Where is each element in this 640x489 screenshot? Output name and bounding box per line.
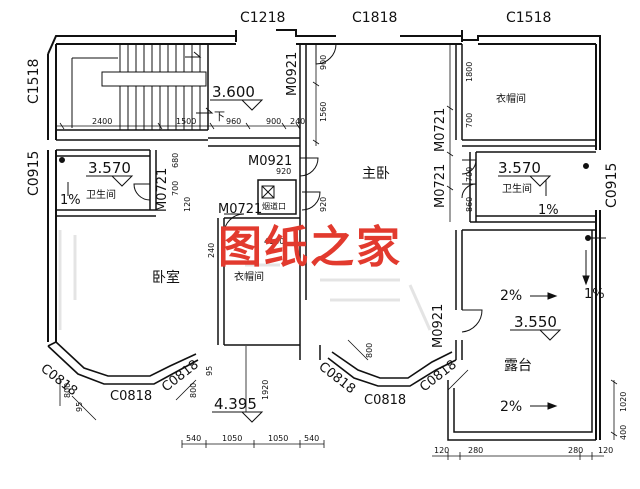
dim-95b: 95 bbox=[205, 366, 214, 376]
dim-800b: 800 bbox=[189, 383, 198, 398]
room-label-closet-top-right: 衣帽间 bbox=[496, 92, 526, 105]
door-label-m0921-top: M0921 bbox=[285, 52, 300, 96]
room-label-master-bedroom: 主卧 bbox=[362, 166, 390, 182]
window-label-c0818-e: C0818 bbox=[364, 393, 406, 408]
dim-240b: 240 bbox=[207, 243, 216, 258]
window-label-c1518-top: C1518 bbox=[506, 10, 551, 26]
room-label-shaft: 烟道口 bbox=[262, 201, 286, 211]
dimension-labels: 2400 1500 960 900 240 900 1560 1800 700 … bbox=[63, 55, 628, 455]
dim-2400: 2400 bbox=[92, 117, 112, 126]
slope-terrace-a: 2% bbox=[500, 288, 522, 304]
dim-280b: 280 bbox=[568, 446, 583, 455]
dim-920b: 920 bbox=[319, 197, 328, 212]
slope-bath-right: 1% bbox=[538, 203, 559, 218]
dimension-lines bbox=[56, 44, 618, 460]
dim-680: 680 bbox=[171, 153, 180, 168]
room-label-terrace: 露台 bbox=[504, 358, 532, 374]
bay-window-left bbox=[47, 341, 199, 385]
room-label-bathroom-right: 卫生间 bbox=[502, 182, 532, 195]
elevation-terrace: 3.550 bbox=[514, 313, 557, 331]
dim-800a: 800 bbox=[63, 383, 72, 398]
window-label-c1818: C1818 bbox=[352, 10, 397, 26]
dim-1560: 1560 bbox=[319, 102, 328, 122]
dim-700a: 700 bbox=[465, 113, 474, 128]
dim-1500: 1500 bbox=[176, 117, 196, 126]
window-label-c0818-a: C0818 bbox=[38, 361, 80, 399]
dim-400: 400 bbox=[619, 425, 628, 440]
dim-920a: 920 bbox=[276, 167, 291, 176]
dim-700c: 700 bbox=[171, 181, 180, 196]
door-label-m0921-right: M0921 bbox=[431, 304, 446, 348]
window-label-c1518-left: C1518 bbox=[26, 59, 42, 104]
room-label-bedroom: 卧室 bbox=[152, 269, 180, 286]
dim-240: 240 bbox=[290, 117, 305, 126]
dim-4160: 4160 bbox=[264, 237, 284, 246]
door-label-m0721-right-upper: M0721 bbox=[433, 108, 448, 152]
dim-1050b: 1050 bbox=[268, 434, 288, 443]
elevation-bottom: 4.395 bbox=[214, 395, 257, 413]
window-label-c1218: C1218 bbox=[240, 10, 285, 26]
dim-540a: 540 bbox=[186, 434, 201, 443]
dim-800c: 800 bbox=[365, 343, 374, 358]
flue-shaft bbox=[261, 185, 275, 199]
exterior-walls bbox=[47, 29, 601, 440]
elevation-bath-left: 3.570 bbox=[88, 159, 131, 177]
dim-1920: 1920 bbox=[261, 380, 270, 400]
elevation-stair: 3.600 bbox=[212, 83, 255, 101]
dim-120b: 120 bbox=[434, 446, 449, 455]
dim-900a: 900 bbox=[266, 117, 281, 126]
background-noise bbox=[58, 230, 432, 331]
door-label-m0721-left: M0721 bbox=[155, 168, 170, 212]
door-swings bbox=[133, 43, 483, 333]
window-label-c0915-left: C0915 bbox=[26, 151, 42, 196]
dim-95a: 95 bbox=[75, 402, 84, 412]
dim-960: 960 bbox=[226, 117, 241, 126]
dim-700b: 700 bbox=[465, 167, 474, 182]
room-label-closet-center: 衣帽间 bbox=[234, 270, 264, 283]
dim-280a: 280 bbox=[468, 446, 483, 455]
dim-120c: 120 bbox=[598, 446, 613, 455]
elevation-markers bbox=[59, 99, 606, 423]
stair-down-note: 下 bbox=[214, 110, 225, 123]
slope-terrace-side: 1% bbox=[584, 287, 605, 302]
dim-860: 860 bbox=[465, 197, 474, 212]
bay-window-right bbox=[327, 351, 457, 387]
watermark-text: 图纸之家 bbox=[218, 222, 402, 273]
elevation-bath-right: 3.570 bbox=[498, 159, 541, 177]
slope-arrows bbox=[67, 180, 590, 410]
dim-540b: 540 bbox=[304, 434, 319, 443]
dim-120: 120 bbox=[183, 197, 192, 212]
door-label-m0921-mid: M0921 bbox=[248, 154, 292, 169]
slope-terrace-b: 2% bbox=[500, 399, 522, 415]
window-label-c0915-right: C0915 bbox=[604, 163, 620, 208]
staircase bbox=[71, 44, 214, 130]
slope-bath-left: 1% bbox=[60, 193, 81, 208]
window-label-c0818-b: C0818 bbox=[110, 389, 152, 404]
door-label-m0721-center: M0721 bbox=[218, 202, 262, 217]
door-label-m0721-right-lower: M0721 bbox=[433, 164, 448, 208]
dim-1800: 1800 bbox=[465, 62, 474, 82]
dim-1050a: 1050 bbox=[222, 434, 242, 443]
dim-900v: 900 bbox=[319, 55, 328, 70]
dim-1020: 1020 bbox=[619, 392, 628, 412]
room-label-bathroom-left: 卫生间 bbox=[86, 188, 116, 201]
